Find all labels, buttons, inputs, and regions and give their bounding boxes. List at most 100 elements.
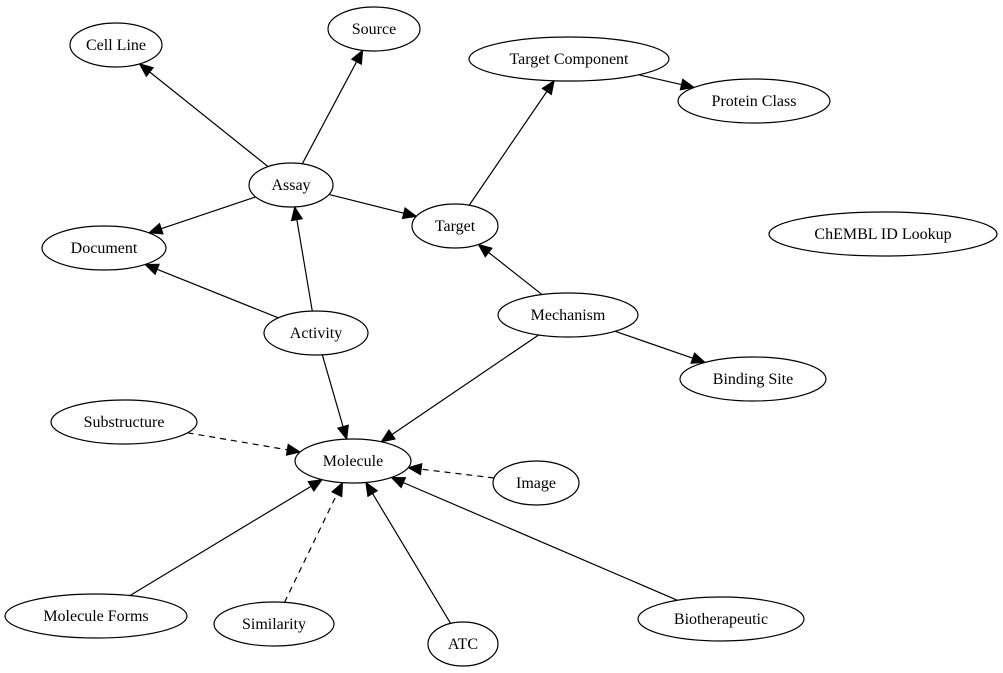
arrowhead: [147, 222, 164, 235]
node-ellipse: [679, 356, 827, 402]
node-label: Substructure: [84, 414, 165, 431]
edge-assay-to-source: [301, 49, 364, 165]
edge-line: [328, 193, 404, 214]
edge-activity-to-document: [143, 263, 279, 319]
node-label: Cell Line: [86, 37, 146, 54]
node-label: Protein Class: [712, 93, 797, 110]
node-ellipse: [69, 22, 163, 68]
node-target-component: Target Component: [468, 36, 670, 82]
node-binding-site: Binding Site: [679, 356, 827, 402]
node-label: Activity: [290, 325, 342, 342]
node-ellipse: [768, 211, 998, 257]
node-label: ChEMBL ID Lookup: [814, 226, 951, 243]
edge-assay-to-target: [328, 193, 418, 220]
edge-line: [156, 268, 279, 319]
node-label: Binding Site: [713, 371, 793, 388]
node-chembl-id-lookup: ChEMBL ID Lookup: [768, 211, 998, 257]
node-molecule: Molecule: [294, 438, 412, 484]
node-mechanism: Mechanism: [497, 292, 639, 338]
edge-line: [283, 494, 338, 603]
node-molecule-forms: Molecule Forms: [4, 593, 188, 639]
edge-biotherapeutic-to-molecule: [390, 476, 678, 601]
node-biotherapeutic: Biotherapeutic: [637, 596, 805, 642]
arrowhead: [541, 79, 555, 96]
edge-line: [301, 61, 358, 165]
arrowhead: [690, 352, 707, 364]
node-label: Target Component: [509, 51, 629, 68]
arrowhead: [336, 424, 349, 441]
node-ellipse: [411, 203, 499, 249]
node-label: Source: [352, 21, 396, 38]
edges-layer: [129, 49, 707, 624]
edge-assay-to-cell-line: [138, 63, 269, 168]
node-ellipse: [213, 601, 335, 647]
node-cell-line: Cell Line: [69, 22, 163, 68]
edge-mechanism-to-target: [477, 243, 543, 296]
node-label: Molecule: [323, 453, 383, 470]
node-similarity: Similarity: [213, 601, 335, 647]
node-ellipse: [4, 593, 188, 639]
node-label: Mechanism: [531, 307, 606, 324]
node-substructure: Substructure: [50, 399, 198, 445]
arrowhead: [407, 463, 423, 476]
arrowhead: [285, 443, 302, 456]
node-label: Molecule Forms: [43, 608, 148, 625]
node-label: Similarity: [242, 616, 306, 633]
edge-mechanism-to-molecule: [380, 334, 539, 443]
node-ellipse: [677, 78, 831, 124]
node-label: Document: [71, 240, 138, 257]
node-protein-class: Protein Class: [677, 78, 831, 124]
arrowhead: [390, 476, 407, 489]
node-ellipse: [327, 6, 421, 52]
arrowhead: [679, 78, 696, 91]
arrowhead: [290, 205, 304, 222]
arrowhead: [307, 478, 324, 492]
node-activity: Activity: [263, 310, 369, 356]
arrowhead: [350, 49, 364, 66]
node-ellipse: [492, 460, 580, 506]
node-source: Source: [327, 6, 421, 52]
node-ellipse: [427, 621, 499, 667]
edge-activity-to-assay: [290, 205, 313, 312]
node-label: ATC: [448, 636, 478, 653]
edge-line: [129, 485, 312, 597]
edge-line: [421, 468, 495, 479]
node-ellipse: [497, 292, 639, 338]
edge-line: [403, 482, 678, 601]
arrowhead: [380, 429, 396, 443]
node-ellipse: [294, 438, 412, 484]
node-image: Image: [492, 460, 580, 506]
node-ellipse: [41, 225, 167, 271]
edge-mechanism-to-binding-site: [614, 330, 707, 364]
edge-molecule-forms-to-molecule: [129, 478, 324, 597]
arrowhead: [330, 481, 344, 498]
node-ellipse: [248, 162, 334, 208]
edge-similarity-to-molecule: [283, 481, 344, 603]
node-target: Target: [411, 203, 499, 249]
edge-assay-to-document: [147, 196, 256, 235]
node-ellipse: [637, 596, 805, 642]
edge-target-to-target-component: [468, 79, 555, 206]
edge-target-component-to-protein-class: [638, 74, 696, 91]
node-atc: ATC: [427, 621, 499, 667]
arrowhead: [365, 481, 379, 498]
node-label: Assay: [271, 177, 310, 194]
edge-line: [187, 432, 288, 451]
node-ellipse: [468, 36, 670, 82]
edge-line: [468, 91, 548, 206]
edge-atc-to-molecule: [365, 481, 452, 624]
edge-line: [321, 354, 344, 427]
node-document: Document: [41, 225, 167, 271]
arrowhead: [138, 63, 155, 78]
node-ellipse: [50, 399, 198, 445]
node-label: Image: [516, 475, 556, 492]
arrowhead: [477, 243, 493, 258]
edge-line: [296, 219, 313, 312]
edge-line: [391, 334, 539, 435]
edge-substructure-to-molecule: [187, 432, 302, 456]
edge-line: [149, 71, 269, 168]
edge-line: [161, 196, 256, 230]
node-label: Target: [435, 218, 476, 235]
